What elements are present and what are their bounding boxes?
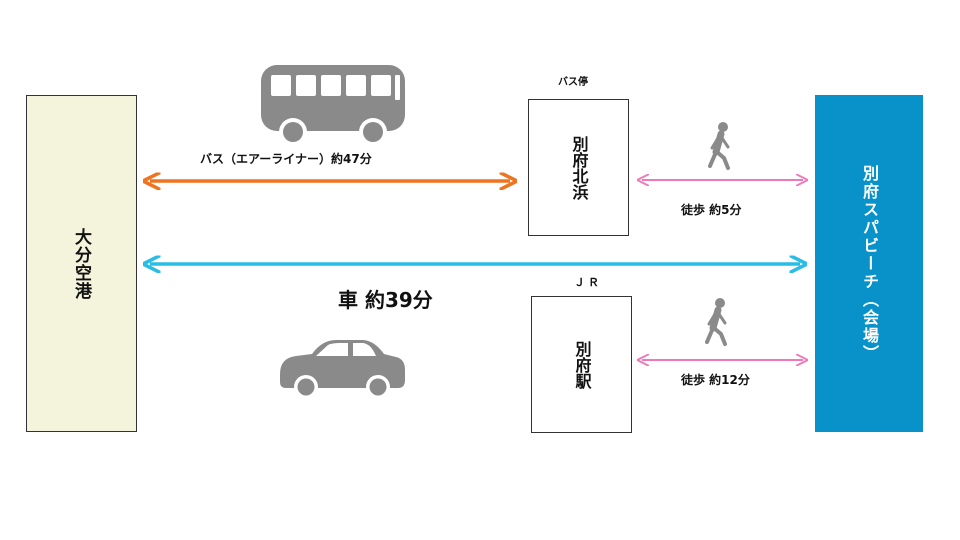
jr-caption: ＪＲ xyxy=(574,276,602,289)
airport-box: 大分空港 xyxy=(26,95,137,432)
walk-from-station-label: 徒歩 約12分 xyxy=(681,373,750,387)
bus-icon xyxy=(261,65,405,146)
walk-from-bus-stop-label: 徒歩 約5分 xyxy=(681,203,742,217)
bus-stop-name: 別府北浜 xyxy=(569,135,589,200)
car-icon xyxy=(280,340,405,399)
bus-stop-box: 別府北浜 xyxy=(528,99,629,236)
walking-person-icon xyxy=(708,122,730,170)
bus-stop-caption: バス停 xyxy=(558,77,588,88)
airport-label: 大分空港 xyxy=(71,227,91,300)
station-box: 別府駅 xyxy=(531,296,632,433)
bus-route-label: バス（エアーライナー）約47分 xyxy=(200,152,372,166)
walking-person-icon xyxy=(705,298,727,346)
venue-box: 別府スパビーチ（会場） xyxy=(815,95,923,432)
station-name: 別府駅 xyxy=(572,340,592,389)
car-route-label: 車 約39分 xyxy=(338,288,433,312)
venue-name: 別府スパビーチ（会場） xyxy=(860,164,879,363)
